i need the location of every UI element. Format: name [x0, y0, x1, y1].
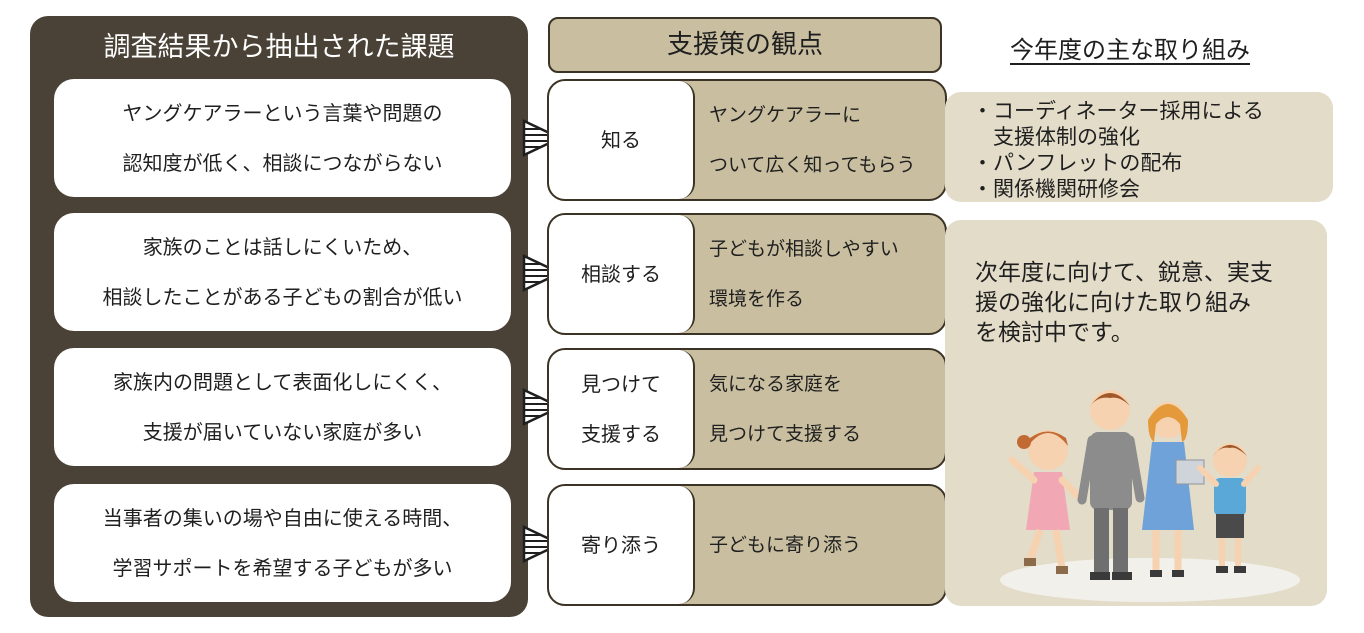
issue-line: 当事者の集いの場や自由に使える時間、: [102, 506, 463, 530]
striped-arrow-icon: [522, 388, 563, 426]
perspective-key: 相談する: [549, 215, 695, 333]
issue-line: 家族のことは話しにくいため、: [142, 235, 423, 259]
perspective-key: 見つけて 支援する: [549, 350, 695, 468]
perspective-key: 寄り添う: [549, 486, 695, 604]
issue-box-4: 当事者の集いの場や自由に使える時間、 学習サポートを希望する子どもが多い: [54, 484, 511, 602]
issue-box-3: 家族内の問題として表面化しにくく、 支援が届いていない家庭が多い: [54, 348, 511, 466]
issue-line: 認知度が低く、相談につながらない: [122, 151, 443, 175]
perspective-key-label: 支援する: [581, 422, 661, 446]
girl-figure: [1008, 430, 1086, 574]
father-figure: [1077, 390, 1145, 580]
future-line: 次年度に向けて、鋭意、実支: [975, 260, 1273, 286]
issue-box-2: 家族のことは話しにくいため、 相談したことがある子どもの割合が低い: [54, 213, 511, 331]
family-illustration: [1000, 390, 1300, 602]
perspective-row-know: 知る ヤングケアラーに ついて広く知ってもらう: [547, 79, 947, 201]
perspective-value-line: ヤングケアラーに: [709, 104, 862, 126]
perspective-key-label: 知る: [601, 128, 641, 152]
perspective-value-line: ついて広く知ってもらう: [709, 154, 916, 176]
perspective-key-label: 見つけて: [581, 372, 661, 396]
perspective-value-line: 見つけて支援する: [709, 423, 862, 445]
perspective-value: 子どもが相談しやすい 環境を作る: [709, 215, 939, 333]
perspective-value: ヤングケアラーに ついて広く知ってもらう: [709, 81, 939, 199]
perspective-row-accompany: 寄り添う 子どもに寄り添う: [547, 484, 947, 606]
issue-line: 学習サポートを希望する子どもが多い: [112, 556, 453, 580]
perspective-value: 子どもに寄り添う: [709, 486, 939, 604]
perspective-key-label: 寄り添う: [581, 533, 661, 557]
issues-title: 調査結果から抽出された課題: [103, 32, 455, 63]
future-line: を検討中です。: [975, 320, 1134, 346]
perspective-row-consult: 相談する 子どもが相談しやすい 環境を作る: [547, 213, 947, 335]
issue-box-1: ヤングケアラーという言葉や問題の 認知度が低く、相談につながらない: [54, 79, 511, 197]
perspective-row-find: 見つけて 支援する 気になる家庭を 見つけて支援する: [547, 348, 947, 470]
perspective-value: 気になる家庭を 見つけて支援する: [709, 350, 939, 468]
action-item: 支援体制の強化: [972, 125, 1140, 149]
issue-line: ヤングケアラーという言葉や問題の: [122, 101, 443, 125]
future-text: 次年度に向けて、鋭意、実支 援の強化に向けた取り組み を検討中です。: [975, 258, 1315, 348]
mother-figure: [1142, 402, 1205, 577]
striped-arrow-icon: [522, 119, 563, 157]
perspective-value-line: 子どもが相談しやすい: [709, 238, 899, 260]
action-item: ・パンフレットの配布: [972, 151, 1183, 175]
perspective-value-line: 環境を作る: [709, 288, 805, 310]
issue-line: 相談したことがある子どもの割合が低い: [102, 285, 463, 309]
perspective-key: 知る: [549, 81, 695, 199]
action-item: ・関係機関研修会: [972, 177, 1140, 201]
boy-figure: [1197, 443, 1261, 573]
action-item: ・コーディネーター採用による: [972, 99, 1264, 123]
perspective-key-label: 相談する: [581, 262, 661, 286]
issue-line: 支援が届いていない家庭が多い: [142, 420, 423, 444]
actions-header: 今年度の主な取り組み: [1010, 36, 1250, 64]
perspectives-header: 支援策の観点: [548, 17, 942, 73]
future-panel: [945, 220, 1327, 606]
perspective-value-line: 子どもに寄り添う: [709, 534, 862, 556]
perspective-value-line: 気になる家庭を: [709, 373, 843, 395]
future-line: 援の強化に向けた取り組み: [975, 290, 1251, 316]
issue-line: 家族内の問題として表面化しにくく、: [113, 370, 452, 394]
actions-panel: [945, 92, 1333, 202]
